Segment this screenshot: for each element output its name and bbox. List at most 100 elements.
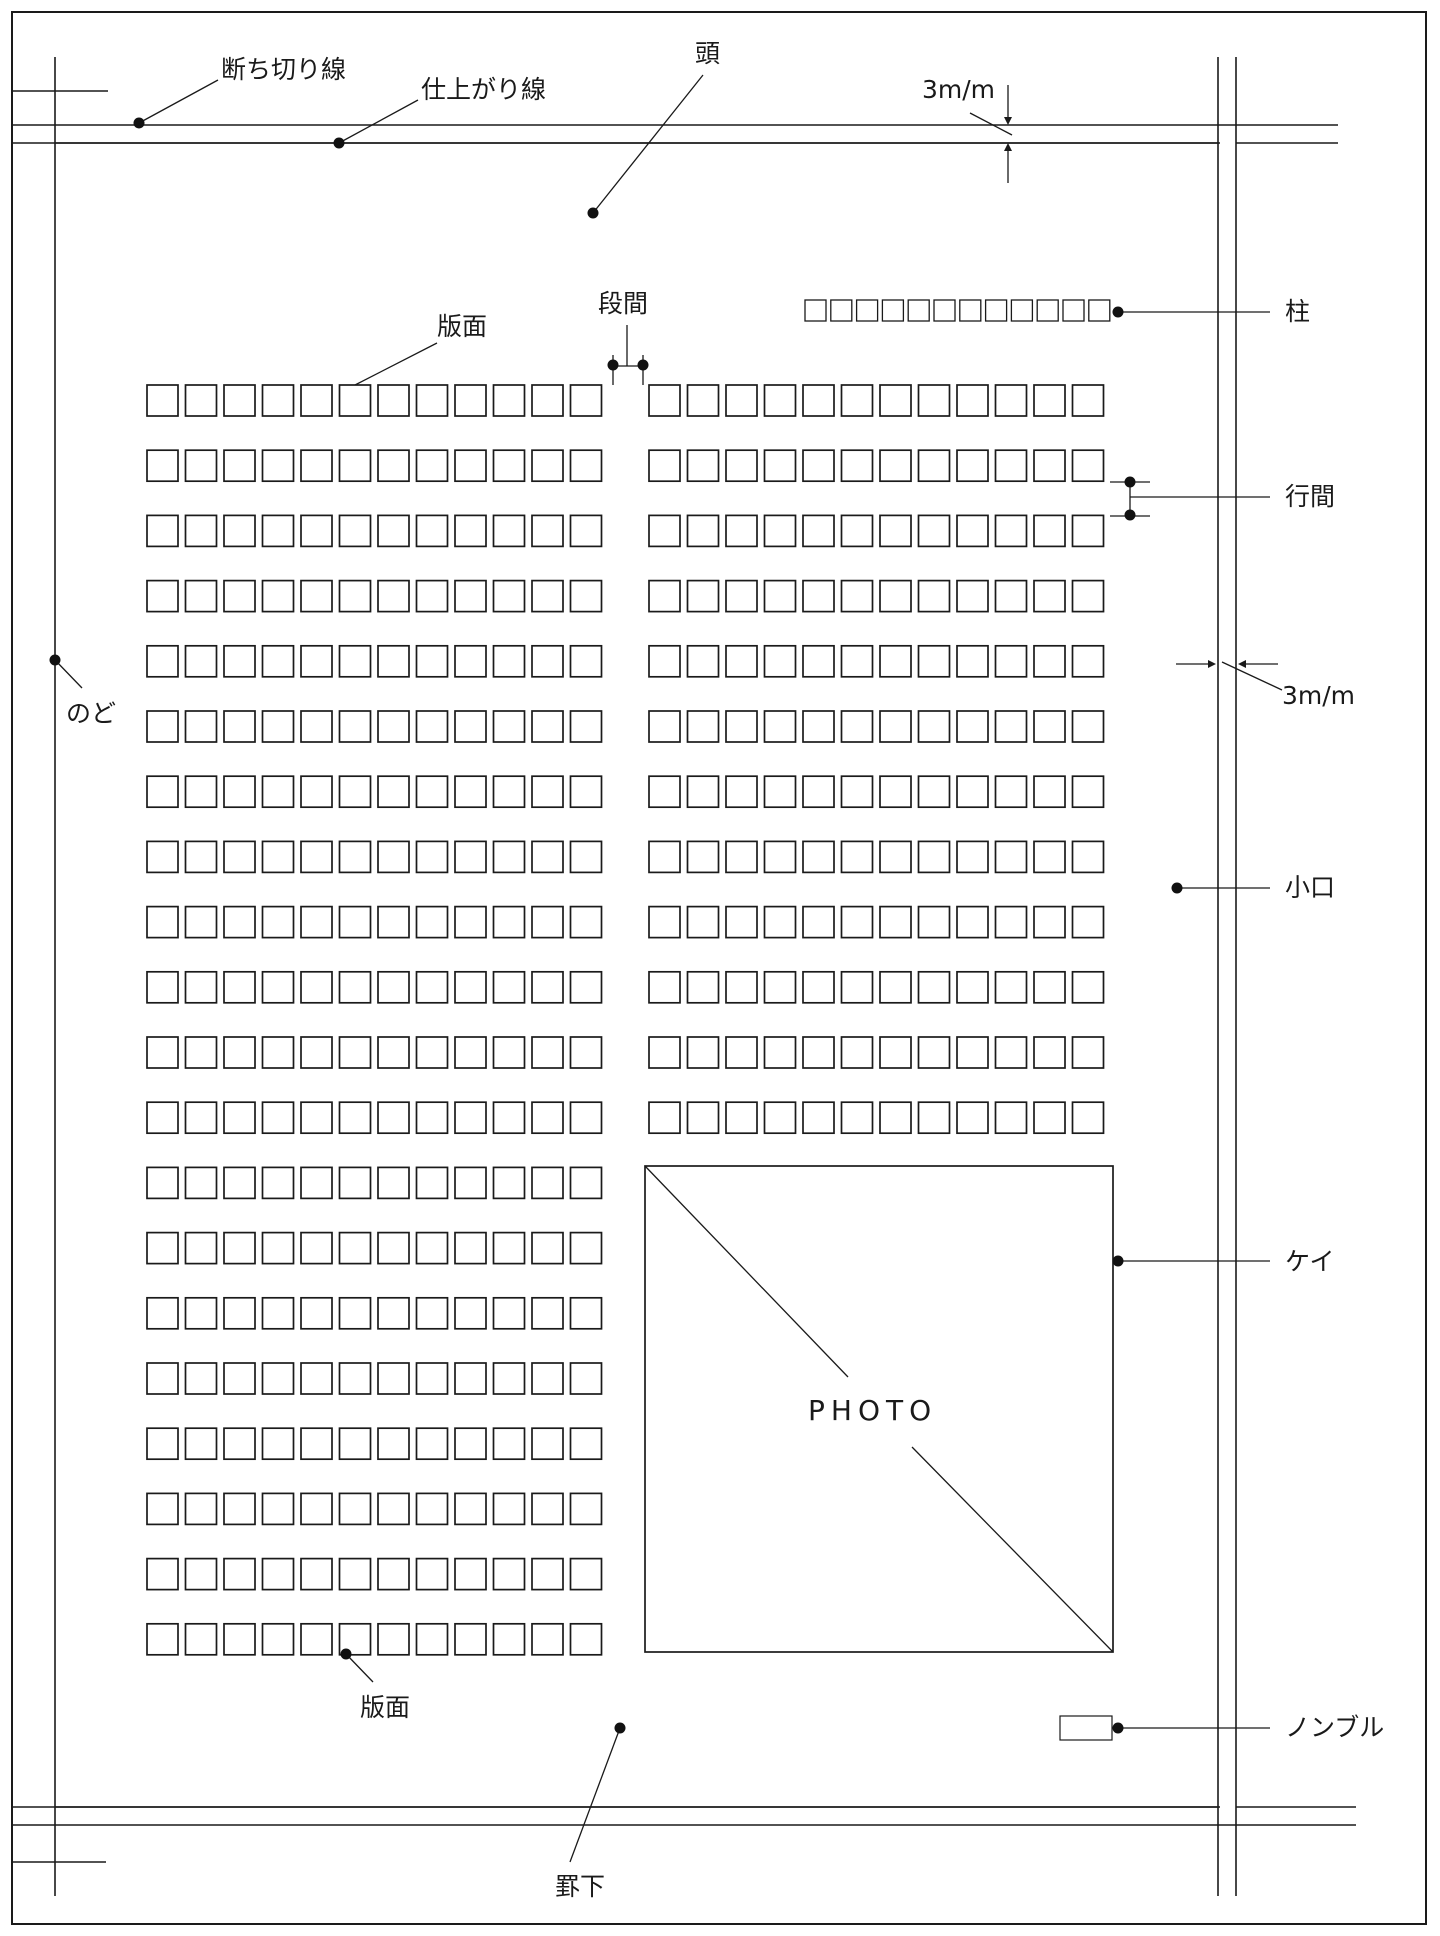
char-box (994, 514, 1028, 548)
char-box (223, 1622, 256, 1656)
char-box (415, 384, 449, 417)
char-box (492, 1231, 526, 1265)
char-box (569, 1101, 603, 1135)
char-box (763, 514, 797, 548)
char-box (300, 579, 333, 613)
char-box (802, 775, 835, 809)
char-box (223, 905, 256, 939)
char-box (146, 840, 179, 874)
char-box (223, 840, 256, 874)
char-box (648, 514, 681, 548)
char-box (300, 1362, 333, 1395)
char-box (300, 384, 333, 417)
char-box (184, 1622, 218, 1656)
char-box (840, 970, 874, 1004)
char-box (531, 1622, 564, 1656)
char-box (261, 970, 295, 1004)
char-box (956, 384, 989, 417)
char-box (686, 384, 720, 417)
char-box (763, 775, 797, 809)
char-box (569, 644, 603, 678)
char-box (725, 840, 758, 874)
char-box (917, 840, 951, 874)
char-box (802, 710, 835, 743)
char-box (1071, 905, 1105, 939)
char-box (492, 644, 526, 678)
char-box (261, 1101, 295, 1135)
char-box (415, 449, 449, 483)
char-box (146, 384, 179, 417)
char-box (531, 514, 564, 548)
char-box (879, 1101, 912, 1135)
char-box (300, 1492, 333, 1526)
char-box (725, 579, 758, 613)
char-box (763, 905, 797, 939)
char-box (415, 1362, 449, 1395)
char-box (184, 1362, 218, 1395)
photo-label: PHOTO (808, 1394, 937, 1427)
char-box (569, 384, 603, 417)
char-box (569, 1362, 603, 1395)
char-box (569, 1492, 603, 1526)
char-box (454, 644, 487, 678)
char-box (648, 384, 681, 417)
char-box (725, 644, 758, 678)
char-box (840, 840, 874, 874)
char-box (686, 1036, 720, 1069)
char-box (338, 514, 372, 548)
char-box (917, 384, 951, 417)
char-box (569, 775, 603, 809)
char-box (492, 1622, 526, 1656)
char-box (492, 1362, 526, 1395)
char-box (994, 775, 1028, 809)
char-box (415, 840, 449, 874)
char-box (338, 1427, 372, 1461)
char-box (648, 970, 681, 1004)
char-box (994, 970, 1028, 1004)
photo-placeholder: PHOTO (644, 1165, 1114, 1653)
char-box (184, 710, 218, 743)
char-box (223, 775, 256, 809)
char-box (1033, 579, 1066, 613)
char-box (223, 1166, 256, 1200)
char-box (184, 1101, 218, 1135)
char-box (569, 1166, 603, 1200)
type-area-top-label: 版面 (437, 312, 487, 341)
char-box (686, 840, 720, 874)
char-box (956, 1101, 989, 1135)
char-box (454, 1427, 487, 1461)
char-box (763, 840, 797, 874)
trim-lines (12, 57, 1356, 1896)
char-box (569, 1427, 603, 1461)
char-box (994, 905, 1028, 939)
char-box (146, 775, 179, 809)
char-box (763, 449, 797, 483)
char-box (492, 840, 526, 874)
char-box (146, 514, 179, 548)
char-box (184, 840, 218, 874)
char-box (146, 449, 179, 483)
type-area-bottom-label: 版面 (360, 1693, 410, 1722)
char-box (415, 579, 449, 613)
char-box (686, 710, 720, 743)
char-box (725, 1036, 758, 1069)
char-box (686, 514, 720, 548)
folio-label: ノンブル (1285, 1713, 1384, 1742)
char-box (725, 775, 758, 809)
char-box (338, 710, 372, 743)
char-box (454, 970, 487, 1004)
running-head-label: 柱 (1285, 297, 1310, 326)
char-box (802, 514, 835, 548)
char-box (840, 579, 874, 613)
char-box (879, 710, 912, 743)
finish-line-label: 仕上がり線 (421, 75, 546, 104)
char-box (1033, 970, 1066, 1004)
char-box (1033, 775, 1066, 809)
char-box (300, 1101, 333, 1135)
dimension-arrow-up-icon (1004, 143, 1012, 151)
char-box (917, 970, 951, 1004)
char-box (261, 840, 295, 874)
char-box (917, 710, 951, 743)
char-box (840, 710, 874, 743)
